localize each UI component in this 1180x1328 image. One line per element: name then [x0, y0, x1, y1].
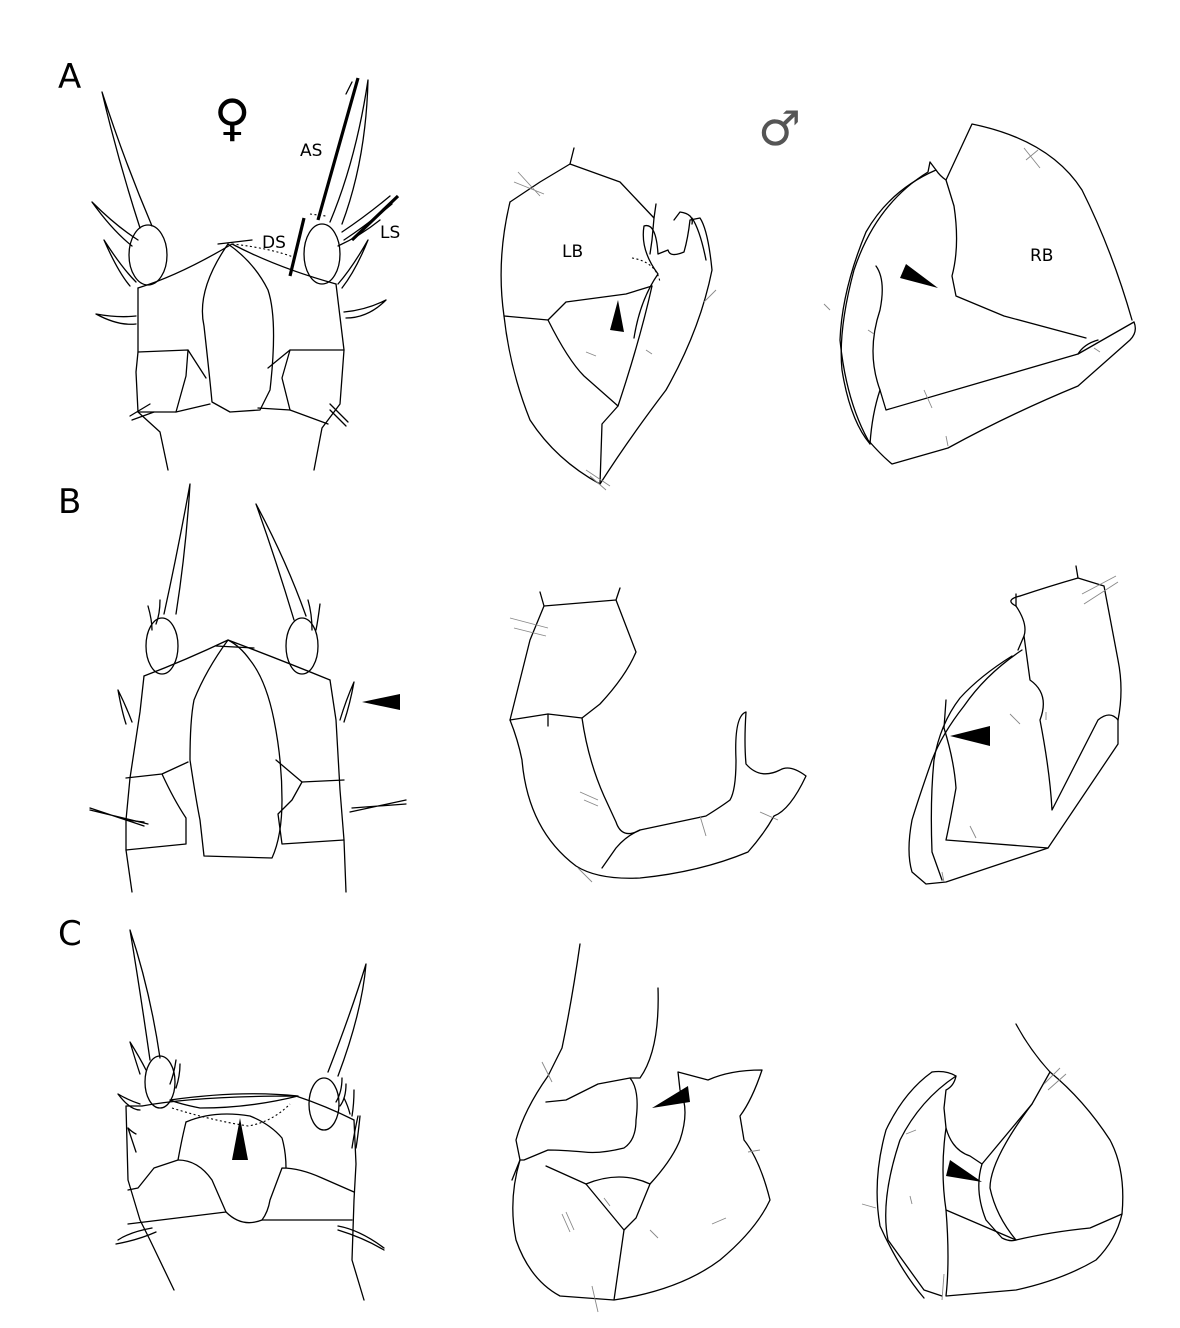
label-ds: DS	[262, 233, 286, 253]
arrowhead-b-female	[362, 694, 400, 710]
arrowhead-b-right	[950, 726, 990, 746]
row-c-male-right-branch	[861, 1023, 1124, 1301]
female-symbol: ♀	[214, 89, 251, 147]
label-as: AS	[300, 141, 322, 161]
row-a-male-left-branch: LB	[500, 147, 717, 491]
row-b-female-segment	[89, 483, 407, 893]
arrowhead-a-left	[610, 300, 624, 332]
male-symbol: ♂	[758, 101, 801, 157]
row-label-c: C	[58, 914, 82, 954]
arrowhead-a-right	[900, 264, 938, 288]
row-b-male-left-branch	[509, 587, 807, 883]
arrowhead-c-right	[946, 1160, 982, 1182]
apical-seta-bar	[316, 77, 360, 221]
arrowhead-c-female	[232, 1118, 248, 1160]
arrowhead-c-left	[652, 1086, 690, 1108]
row-b-male-right-branch	[908, 565, 1122, 885]
label-lb: LB	[562, 242, 583, 262]
lateral-seta-bar	[350, 194, 400, 242]
row-label-a: A	[58, 57, 81, 97]
label-rb: RB	[1030, 246, 1053, 266]
dorsal-seta-bar	[288, 217, 306, 277]
row-label-b: B	[58, 482, 81, 522]
row-c-female-segment	[115, 929, 385, 1301]
row-a-female-segment: AS DS LS	[91, 77, 400, 471]
row-c-male-left-branch	[511, 943, 771, 1313]
label-ls: LS	[380, 223, 400, 243]
row-a-male-right-branch: RB	[823, 123, 1136, 465]
